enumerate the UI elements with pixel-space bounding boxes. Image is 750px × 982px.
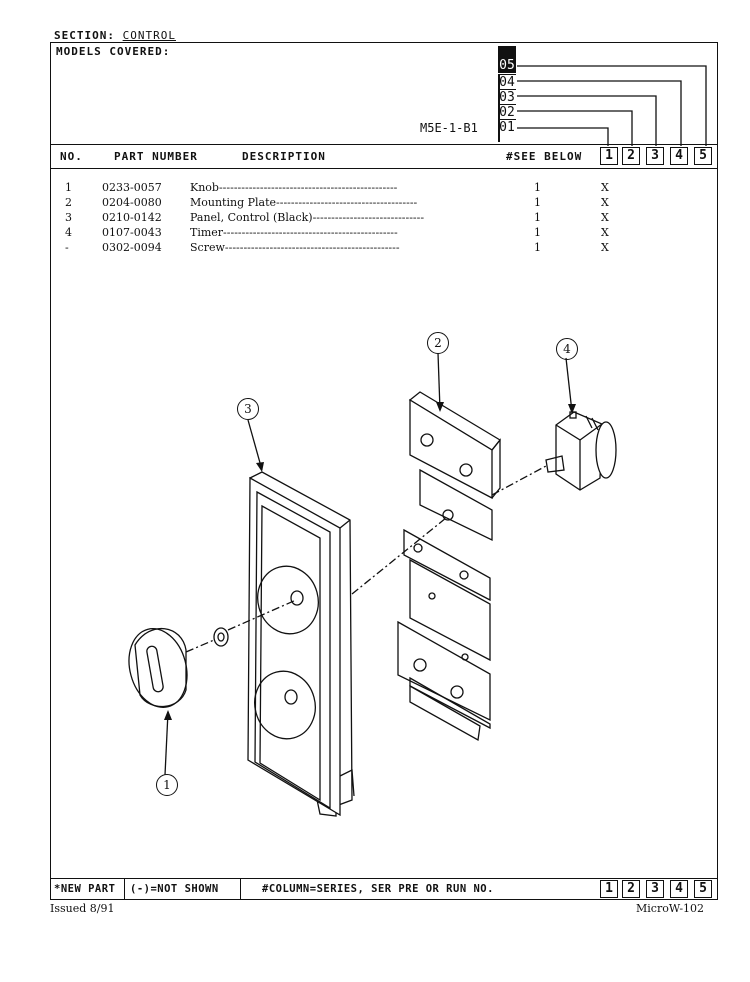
- mounting-plate-part: [397, 391, 501, 742]
- footer-series-col-1: 1: [600, 880, 618, 898]
- col-description: DESCRIPTION: [242, 150, 326, 163]
- section-value: CONTROL: [122, 29, 176, 42]
- col-see-below: #SEE BELOW: [506, 150, 583, 163]
- timer-part: [545, 411, 617, 491]
- series-col-5: 5: [694, 147, 712, 165]
- issued-date: Issued 8/91: [50, 902, 115, 915]
- model-code-spine: [498, 74, 500, 142]
- series-col-1: 1: [600, 147, 618, 165]
- footer-series-col-3: 3: [646, 880, 664, 898]
- series-col-4: 4: [670, 147, 688, 165]
- footer-rule: [50, 878, 718, 879]
- footer-not-shown: (-)=NOT SHOWN: [130, 883, 219, 895]
- model-number: M5E-1-B1: [420, 121, 478, 135]
- col-no: NO.: [60, 150, 83, 163]
- callout-4: 4: [556, 338, 578, 360]
- model-code-02: 02: [498, 104, 516, 120]
- model-code-05: 05: [498, 58, 516, 73]
- header-bottom-rule: [50, 168, 718, 169]
- series-col-3: 3: [646, 147, 664, 165]
- footer-series-col-5: 5: [694, 880, 712, 898]
- footer-column-note: #COLUMN=SERIES, SER PRE OR RUN NO.: [262, 883, 494, 895]
- footer-series-col-2: 2: [622, 880, 640, 898]
- footer-divider-2: [240, 878, 241, 900]
- model-code-cap: [498, 46, 516, 58]
- knob-part: [128, 628, 188, 708]
- page-code: MicroW-102: [636, 902, 705, 915]
- col-part-number: PART NUMBER: [114, 150, 198, 163]
- footer-series-col-4: 4: [670, 880, 688, 898]
- header-top-rule: [50, 144, 718, 145]
- model-code-04: 04: [498, 74, 516, 90]
- washer-part: [213, 627, 229, 647]
- model-code-01: 01: [498, 119, 516, 135]
- callout-2: 2: [427, 332, 449, 354]
- footer-new-part: *NEW PART: [54, 883, 116, 895]
- callout-3: 3: [237, 398, 259, 420]
- model-code-03: 03: [498, 89, 516, 105]
- parts-frame: [50, 42, 718, 900]
- footer-divider-1: [124, 878, 125, 900]
- control-panel-part: [247, 471, 355, 817]
- callout-1: 1: [156, 774, 178, 796]
- series-col-2: 2: [622, 147, 640, 165]
- models-covered-label: MODELS COVERED:: [56, 45, 171, 58]
- section-label: SECTION: CONTROL: [54, 29, 176, 42]
